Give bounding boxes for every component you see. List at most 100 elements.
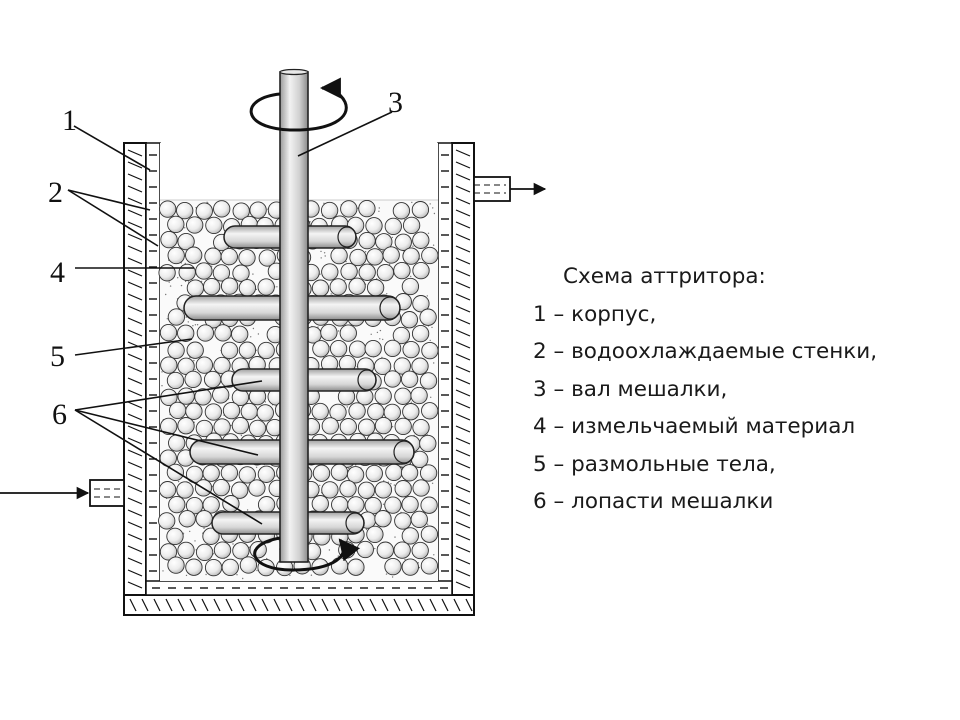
grinding-ball	[412, 261, 430, 280]
leader-2a	[67, 189, 151, 211]
hatch-mark	[455, 221, 471, 229]
grinding-ball	[212, 264, 231, 282]
grinding-ball	[320, 323, 338, 342]
grinding-ball	[178, 510, 196, 528]
particle	[320, 250, 322, 253]
grinding-ball	[160, 230, 178, 249]
grinding-ball	[348, 277, 366, 295]
grinding-ball	[158, 481, 177, 499]
particle	[386, 293, 388, 295]
hatch-mark	[127, 221, 143, 229]
particle	[394, 536, 396, 538]
grinding-ball	[177, 324, 195, 342]
grinding-ball	[232, 264, 250, 282]
grinding-ball	[420, 557, 439, 575]
stirrer-shaft	[279, 71, 309, 563]
grinding-ball	[239, 556, 258, 574]
blade-end-cap	[345, 512, 365, 534]
hatch-mark	[127, 581, 143, 589]
particle	[255, 288, 258, 291]
grinding-ball	[394, 417, 412, 436]
grinding-ball	[248, 479, 266, 497]
hatch-mark	[455, 485, 471, 493]
hatch-mark	[213, 598, 221, 612]
rotation-arrow-bottom	[253, 536, 360, 572]
grinding-ball	[169, 401, 187, 420]
grinding-ball	[185, 246, 203, 264]
hatch-mark	[455, 233, 471, 241]
hatch-mark	[455, 581, 471, 589]
grinding-ball	[321, 481, 339, 499]
hatch-mark	[127, 473, 143, 481]
particle	[357, 207, 359, 209]
grinding-ball	[331, 496, 349, 514]
hatch-mark	[455, 461, 471, 469]
hatch-mark	[455, 197, 471, 205]
particle	[426, 523, 429, 525]
hatch-mark	[455, 389, 471, 397]
grinding-ball	[340, 200, 358, 218]
hatch-mark	[127, 545, 143, 553]
grinding-ball	[412, 295, 430, 313]
hatch-mark	[127, 557, 143, 565]
hatch-mark	[455, 509, 471, 517]
grinding-ball	[220, 247, 238, 266]
particle	[193, 359, 195, 362]
hatch-mark	[455, 365, 471, 373]
hatch-mark	[261, 598, 269, 612]
particle	[289, 574, 291, 577]
grinding-ball	[385, 463, 403, 482]
particle	[433, 554, 435, 556]
housing-outer-wall	[123, 142, 475, 616]
grinding-ball	[196, 324, 215, 342]
grinding-ball	[346, 466, 365, 484]
grinding-ball	[176, 481, 194, 499]
grinding-ball	[220, 464, 239, 482]
hatch-mark	[249, 598, 257, 612]
grinding-ball	[393, 541, 411, 559]
particle	[252, 327, 255, 330]
grinding-ball	[412, 231, 430, 249]
grinding-ball	[421, 341, 439, 360]
hatch-mark	[127, 173, 143, 181]
particle	[185, 316, 187, 318]
particle	[250, 336, 252, 338]
grinding-ball	[393, 261, 411, 280]
grinding-ball	[177, 417, 195, 435]
grinding-ball	[384, 557, 402, 576]
grinding-ball	[166, 527, 184, 546]
label-3: 3	[388, 86, 403, 119]
hatch-mark	[127, 569, 143, 577]
hatch-mark	[369, 598, 377, 612]
hatch-mark	[455, 245, 471, 253]
hatch-mark	[127, 485, 143, 493]
hatch-mark	[273, 598, 281, 612]
label-6: 6	[52, 398, 67, 431]
hatch-mark	[127, 197, 143, 205]
particle	[257, 333, 260, 335]
particle	[194, 324, 197, 326]
particle	[382, 338, 384, 341]
hatch-mark	[127, 305, 143, 313]
particle	[184, 262, 186, 265]
hatch-mark	[127, 161, 143, 169]
grinding-ball	[158, 264, 176, 282]
particle	[320, 257, 322, 259]
grinding-ball	[383, 403, 401, 422]
hatch-mark	[393, 598, 401, 612]
grinding-ball	[365, 217, 383, 235]
grinding-ball	[401, 277, 420, 296]
grinding-ball	[231, 416, 250, 435]
grinding-ball	[195, 202, 213, 220]
hatch-mark	[127, 401, 143, 409]
grinding-ball	[401, 527, 419, 545]
hatch-mark	[455, 569, 471, 577]
particle	[337, 330, 340, 332]
hatch-mark	[455, 305, 471, 313]
hatch-mark	[127, 389, 143, 397]
leader-3	[297, 111, 393, 157]
grinding-ball	[348, 402, 366, 420]
grinding-ball	[257, 496, 276, 514]
grinding-ball	[238, 249, 256, 267]
grinding-ball	[212, 478, 230, 497]
